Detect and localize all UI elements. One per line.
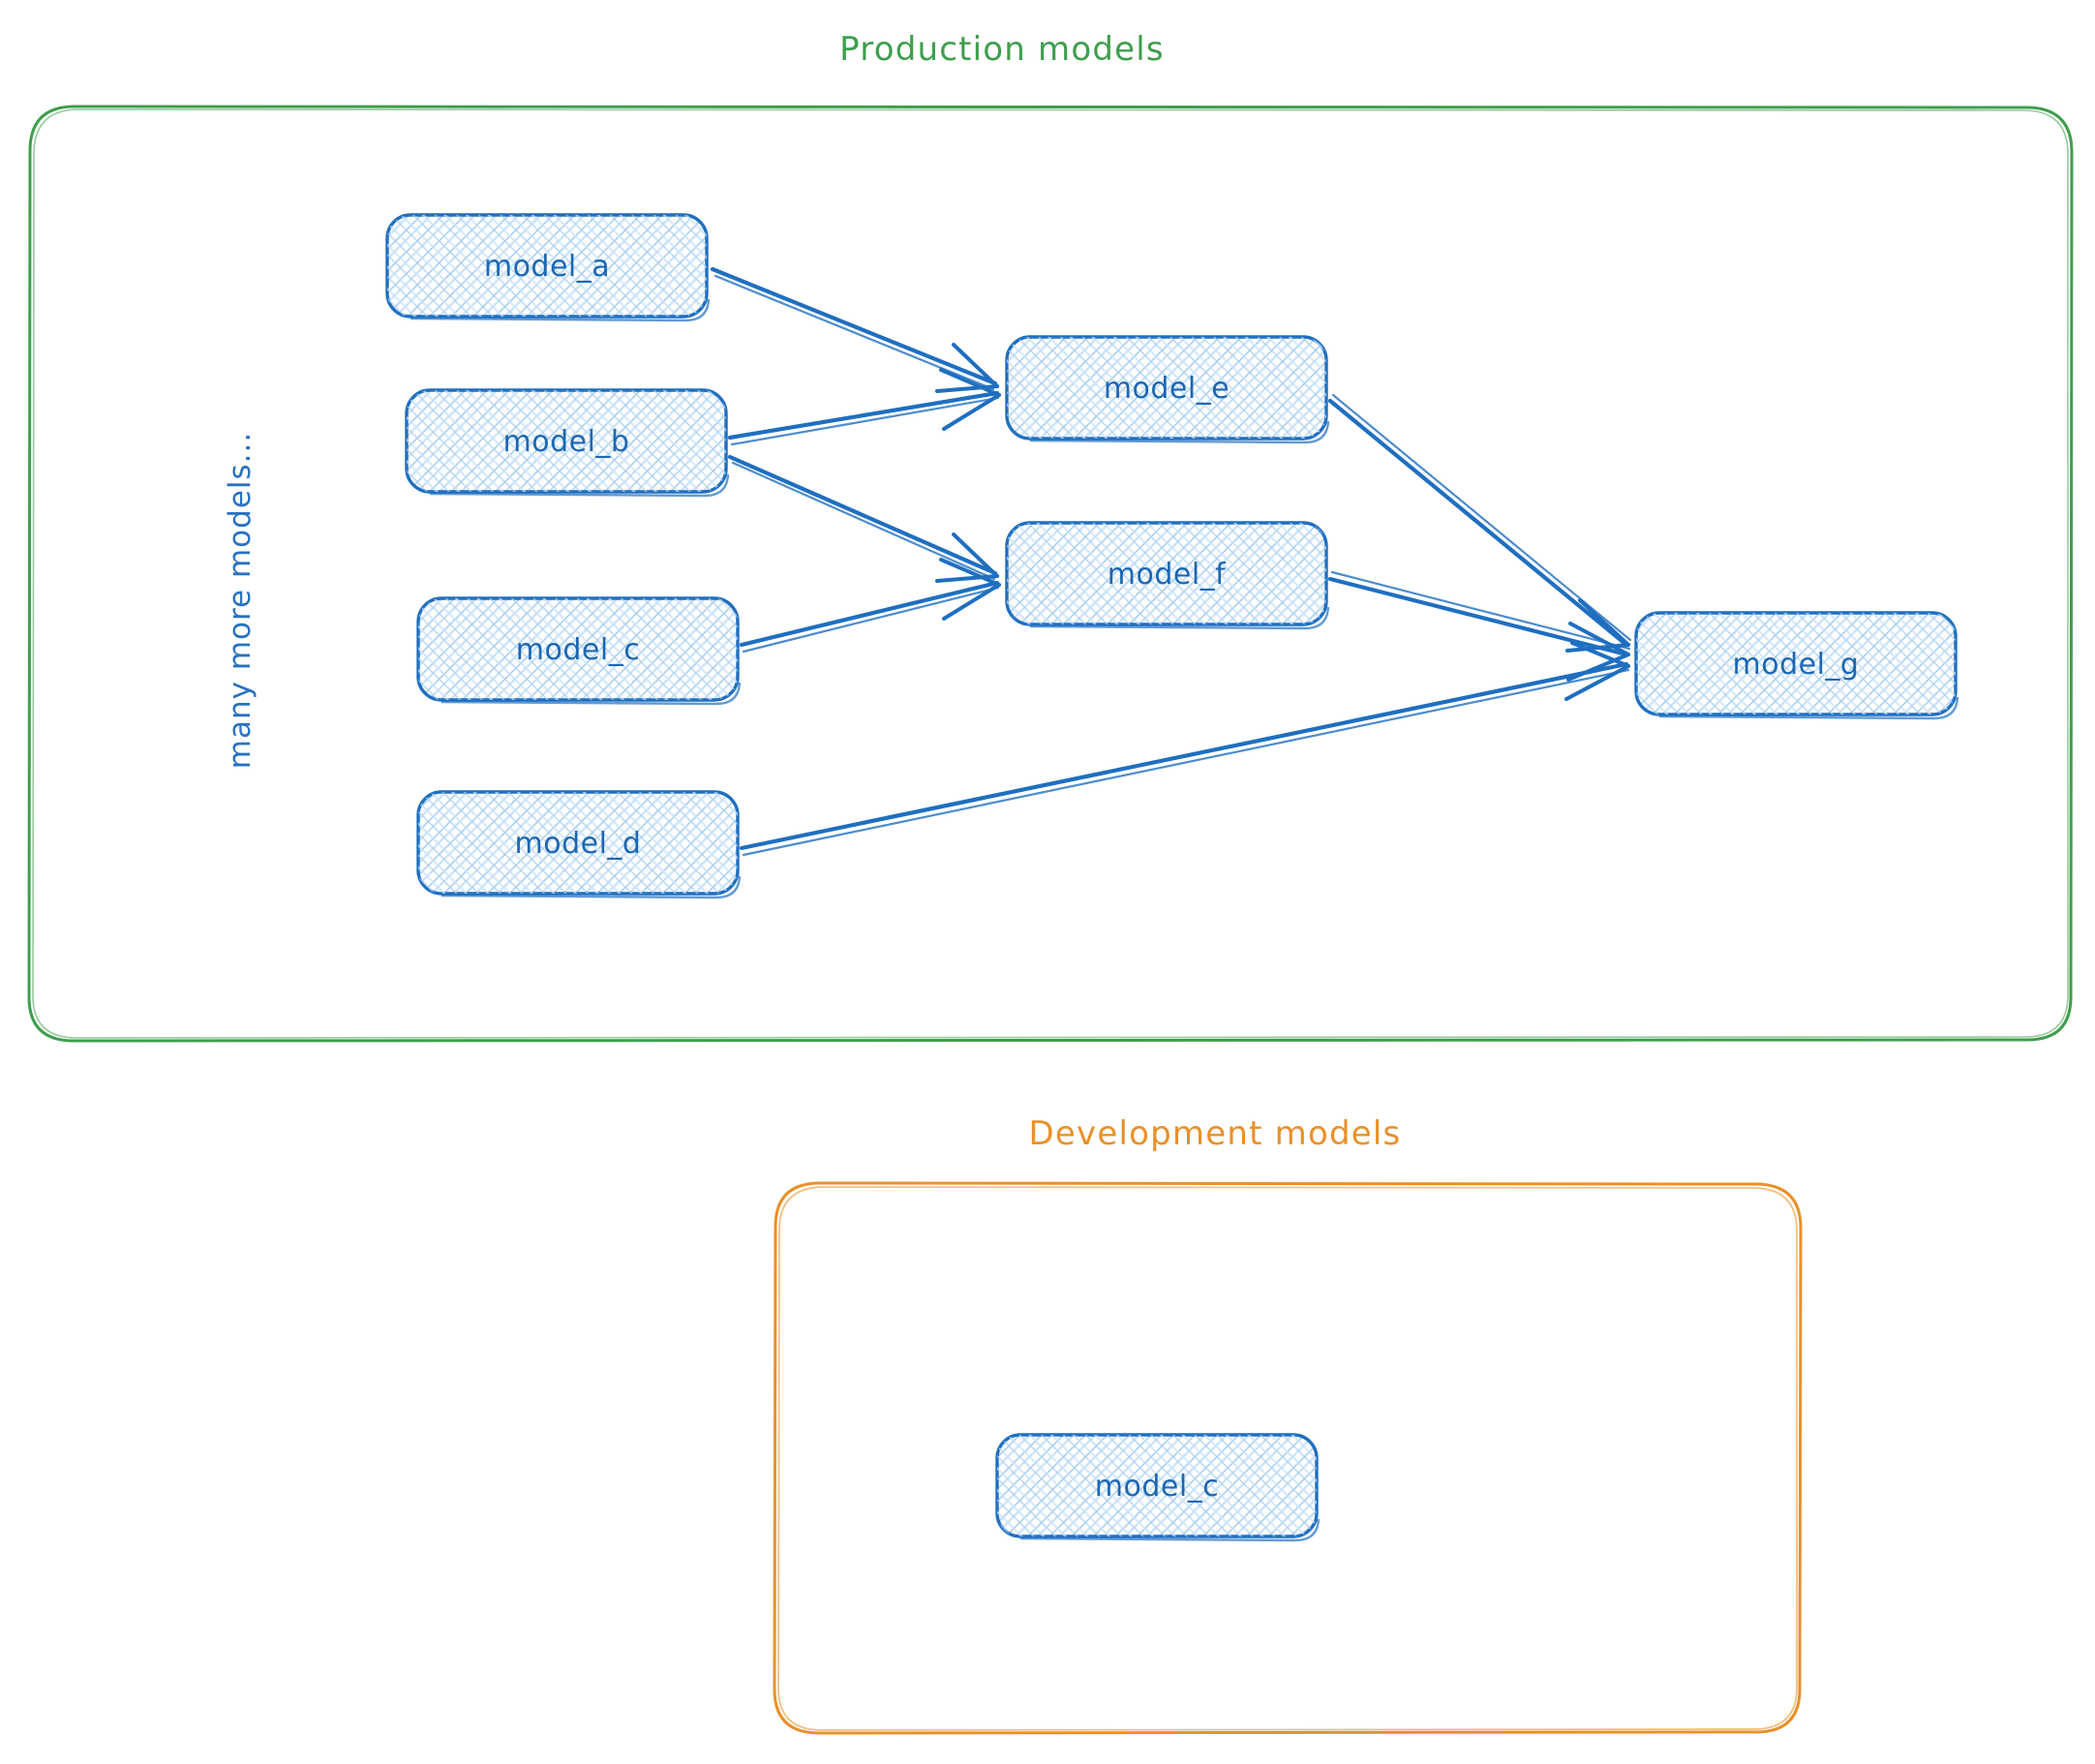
node-model-g-label: model_g (1733, 648, 1860, 682)
node-model-c-label: model_c (516, 633, 640, 667)
node-model-d-sketch (440, 875, 742, 899)
node-model-d[interactable]: model_d (416, 790, 742, 899)
node-model-b-hatch2 (407, 390, 726, 492)
node-dev-model-c-sketch (1019, 1518, 1321, 1542)
group-development-title: Development models (1029, 1114, 1402, 1153)
node-model-e[interactable]: model_e (1005, 335, 1330, 444)
node-model-b[interactable]: model_b (405, 388, 730, 498)
group-development: Development models (773, 1114, 1803, 1735)
node-model-g-sketch (1658, 696, 1959, 720)
node-model-c[interactable]: model_c (416, 596, 742, 706)
group-production-title: Production models (839, 30, 1165, 69)
node-model-a-hatch2 (387, 215, 707, 317)
side-note-many-more-models: many more models... (223, 432, 258, 769)
node-model-g-hatch2 (1636, 613, 1956, 715)
node-model-c-sketch (440, 682, 742, 706)
node-model-f[interactable]: model_f (1005, 521, 1330, 630)
group-development-border-sketch (777, 1186, 1798, 1731)
node-model-f-label: model_f (1108, 558, 1227, 592)
node-model-d-label: model_d (515, 827, 642, 861)
node-model-d-hatch2 (418, 792, 738, 894)
node-model-e-sketch (1029, 420, 1330, 444)
node-model-a-label: model_a (484, 250, 610, 284)
node-model-f-sketch (1029, 606, 1330, 630)
node-model-c-hatch2 (418, 598, 738, 700)
node-model-b-label: model_b (503, 425, 630, 459)
node-dev-model-c[interactable]: model_c (995, 1433, 1321, 1542)
edge-model-b-to-model-e (727, 368, 1001, 446)
edge-model-f-to-model-g (1327, 570, 1631, 682)
node-model-a-sketch (410, 298, 711, 322)
group-production-border-sketch (32, 108, 2069, 1039)
node-dev-model-c-label: model_c (1095, 1470, 1219, 1504)
node-dev-model-c-hatch2 (997, 1435, 1317, 1536)
group-production: Production models (27, 30, 2074, 1043)
group-production-border (27, 105, 2074, 1043)
node-model-f-hatch2 (1007, 523, 1326, 624)
group-development-border (773, 1181, 1803, 1735)
edge-model-d-to-model-g (739, 641, 1630, 857)
node-model-e-label: model_e (1104, 372, 1230, 406)
edge-model-a-to-model-e (710, 266, 999, 393)
node-model-e-hatch2 (1007, 337, 1326, 439)
edges-layer (710, 266, 1632, 857)
node-model-b-sketch (429, 473, 730, 498)
node-model-a[interactable]: model_a (385, 213, 711, 322)
edge-model-c-to-model-f (739, 558, 1001, 654)
edge-model-b-to-model-f (727, 454, 999, 583)
node-model-g[interactable]: model_g (1634, 611, 1959, 720)
edge-model-e-to-model-g (1327, 393, 1632, 653)
